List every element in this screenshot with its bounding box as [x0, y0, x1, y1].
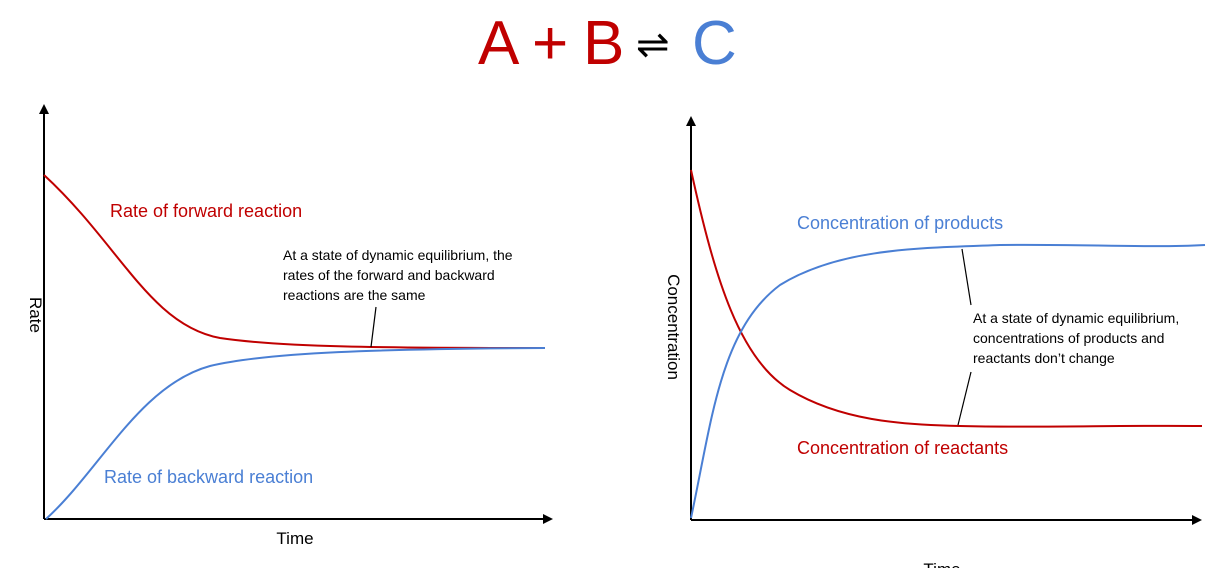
rate-note-line-3: reactions are the same	[283, 287, 426, 303]
rate-axis-label: Rate	[26, 297, 45, 333]
reactants-concentration-curve	[690, 169, 1203, 428]
equation-reactant-a: A	[478, 9, 520, 78]
concentration-graph: Concentration Time Concentration of prod…	[664, 116, 1206, 568]
forward-rate-curve	[43, 174, 546, 349]
concentration-axis-label: Concentration	[664, 274, 683, 380]
reactants-label: Concentration of reactants	[797, 438, 1008, 458]
concentration-graph-time-label: Time	[923, 560, 960, 568]
concentration-note-line-1: At a state of dynamic equilibrium,	[973, 310, 1179, 326]
equation-product-c: C	[692, 9, 737, 78]
equilibrium-arrow: ⇌	[636, 23, 670, 67]
products-concentration-curve	[690, 243, 1206, 519]
concentration-note-line-3: reactants don’t change	[973, 350, 1115, 366]
rate-note-line-2: rates of the forward and backward	[283, 267, 495, 283]
concentration-equilibrium-note: At a state of dynamic equilibrium, conce…	[973, 310, 1183, 366]
concentration-note-pointer-bottom	[957, 371, 972, 426]
rate-note-pointer	[370, 306, 377, 348]
concentration-note-line-2: concentrations of products and	[973, 330, 1164, 346]
equation-plus: +	[532, 9, 568, 78]
rate-equilibrium-note: At a state of dynamic equilibrium, the r…	[283, 247, 516, 303]
backward-rate-label: Rate of backward reaction	[104, 467, 313, 487]
rate-note-line-1: At a state of dynamic equilibrium, the	[283, 247, 513, 263]
products-label: Concentration of products	[797, 213, 1003, 233]
rate-graph-time-label: Time	[276, 529, 313, 548]
equation-title: A + B ⇌ C	[478, 9, 737, 78]
backward-rate-curve	[45, 347, 546, 520]
rate-graph: Rate Time Rate of forward reaction Rate …	[26, 104, 553, 548]
concentration-note-pointer-top	[961, 248, 972, 306]
forward-rate-label: Rate of forward reaction	[110, 201, 302, 221]
equation-reactant-b: B	[583, 9, 624, 78]
